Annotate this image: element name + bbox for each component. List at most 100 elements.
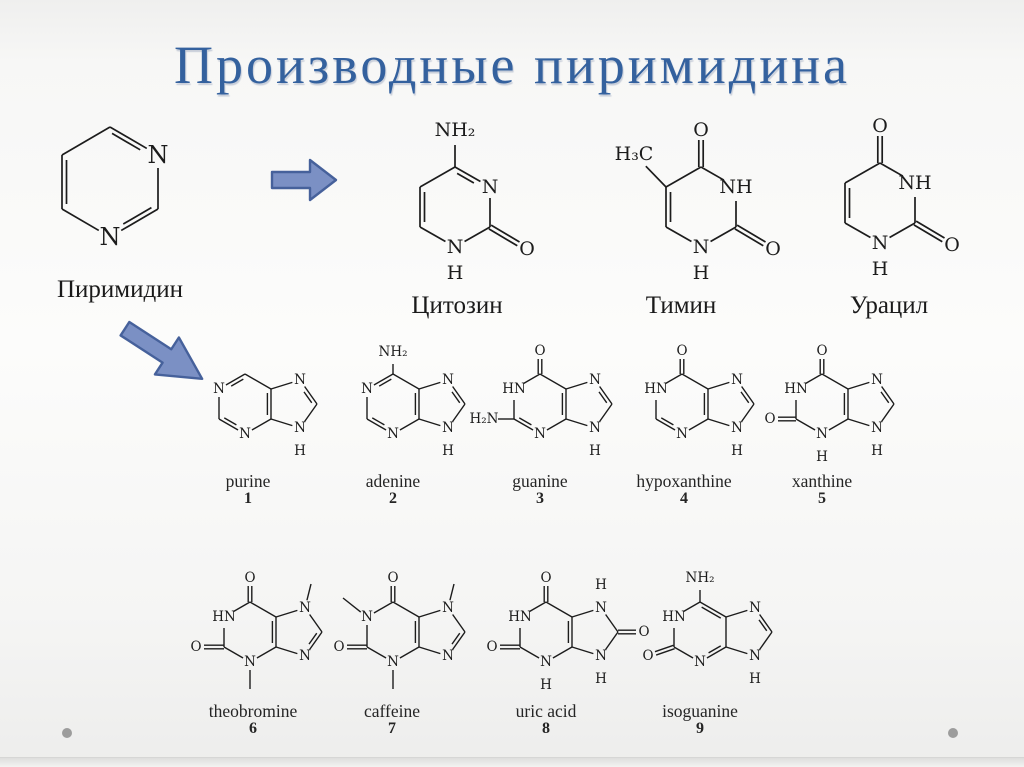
atom-label: N [534, 426, 546, 442]
atom-label: HN [784, 381, 808, 397]
bond-line [740, 391, 750, 404]
compound-name: uric acid [515, 701, 577, 721]
atom-label: NH [898, 172, 931, 194]
bond-line [378, 378, 392, 387]
bond-line [654, 644, 674, 653]
bond-line [546, 418, 567, 431]
atom-label: O [534, 343, 545, 359]
atom-label: H [749, 671, 761, 687]
atom-label: N [442, 420, 454, 436]
compound-number: 1 [244, 490, 252, 507]
bond-line [120, 208, 159, 232]
atom-label: NH₂ [686, 570, 715, 586]
bond-line [490, 224, 520, 243]
atom-label: H [589, 443, 601, 459]
atom-label: N [871, 420, 883, 436]
arrow-diagonal-icon [119, 320, 204, 381]
atom-label: O [190, 639, 201, 655]
bond-line [523, 373, 541, 385]
bond-line [249, 601, 277, 618]
bond-line [392, 373, 420, 390]
bond-line [366, 418, 387, 431]
atom-label: N [244, 654, 256, 670]
bond-line [399, 418, 420, 431]
atom-label: N [447, 236, 464, 258]
label-uracil: Урацил [849, 292, 929, 319]
bond-line [598, 391, 608, 404]
bond-line [758, 619, 768, 632]
bond-line [881, 386, 895, 405]
atom-label: H [816, 449, 828, 465]
bond-line [519, 646, 540, 659]
bond-line [371, 417, 385, 426]
compound-number: 8 [542, 720, 550, 737]
bond-line [805, 373, 823, 385]
bond-line [452, 631, 466, 650]
bond-line [655, 418, 676, 431]
bond-line [418, 609, 441, 618]
atom-label: N [442, 648, 454, 664]
bond-line [419, 226, 446, 243]
atom-label: O [333, 639, 344, 655]
atom-label: N [676, 426, 688, 442]
bond-line [645, 165, 667, 188]
compound-number: 6 [249, 720, 257, 737]
atom-label: O [540, 570, 551, 586]
compound-number: 2 [389, 490, 397, 507]
bond-line [451, 632, 461, 645]
compound-name: purine [225, 471, 271, 491]
bond-line [61, 208, 100, 232]
bond-line [449, 583, 455, 601]
bond-line [309, 631, 323, 650]
atom-label: HN [644, 381, 668, 397]
atom-label: HN [502, 381, 526, 397]
bond-line [913, 224, 943, 243]
atom-label: O [816, 343, 827, 359]
bond-line [545, 601, 573, 618]
atom-label: O [676, 343, 687, 359]
bond-line [418, 418, 441, 427]
atom-label: H₃C [615, 143, 654, 165]
arrow-right-icon [270, 158, 338, 202]
atom-label: N [589, 420, 601, 436]
atom-label: O [764, 411, 775, 427]
bond-line [309, 614, 323, 633]
bond-line [251, 418, 272, 431]
atom-label: N [872, 232, 889, 254]
atom-label: O [638, 624, 649, 640]
atom-label: H [442, 443, 454, 459]
bond-line [418, 381, 441, 390]
label-thymine: Тимин [645, 292, 717, 319]
atom-label: N [482, 176, 499, 198]
compound-name: adenine [365, 471, 421, 491]
atom-label: NH₂ [379, 344, 408, 360]
bond-line [373, 373, 394, 386]
label-pyrimidine: Пиримидин [57, 276, 183, 303]
bond-line [706, 646, 727, 659]
bond-line [256, 646, 277, 659]
bond-line [681, 373, 709, 390]
bond-line [847, 418, 870, 427]
atom-label: O [486, 639, 497, 655]
bond-line [660, 417, 674, 426]
bond-line [881, 403, 895, 422]
bond-line [828, 418, 849, 431]
bond-line [665, 166, 702, 188]
bond-line [708, 645, 722, 654]
compound-number: 5 [818, 490, 826, 507]
bond-line [736, 224, 766, 243]
atom-label: N [693, 236, 710, 258]
atom-label: N [589, 372, 601, 388]
bond-line [701, 606, 722, 619]
bond-line [700, 166, 725, 181]
bond-line [304, 386, 318, 405]
bond-line [565, 418, 588, 427]
compound-number: 9 [696, 720, 704, 737]
decoration-dot-left [62, 728, 72, 738]
bond-line [366, 646, 387, 659]
